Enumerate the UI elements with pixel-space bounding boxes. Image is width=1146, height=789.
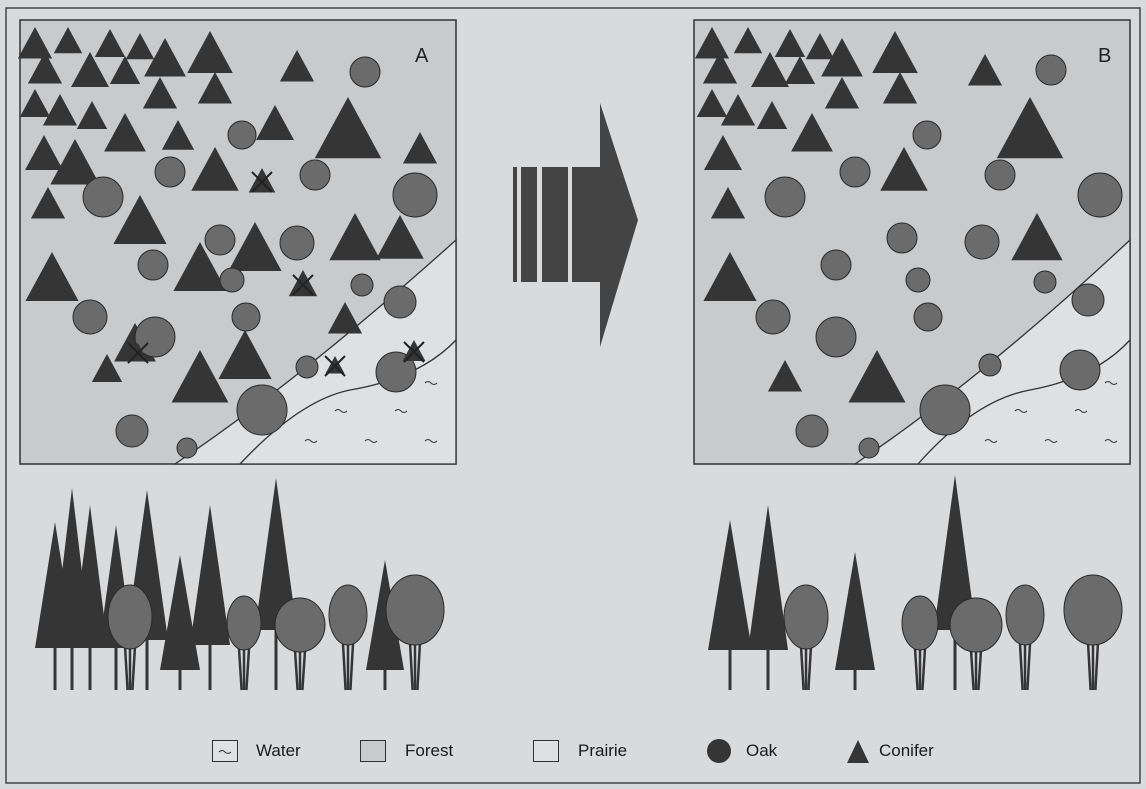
oak-symbol	[796, 415, 828, 447]
oak-symbol	[859, 438, 879, 458]
oak-symbol	[350, 57, 380, 87]
legend-label-prairie: Prairie	[578, 740, 627, 762]
oak-symbol	[228, 121, 256, 149]
oak-symbol	[83, 177, 123, 217]
oak-profile	[784, 585, 828, 649]
oak-symbol	[816, 317, 856, 357]
oak-symbol	[1072, 284, 1104, 316]
oak-symbol	[913, 121, 941, 149]
conifer-profile	[160, 555, 200, 670]
profile-a	[35, 478, 444, 690]
succession-arrow	[513, 103, 638, 347]
conifer-triangle-icon	[846, 738, 870, 764]
oak-symbol	[965, 225, 999, 259]
map-b-label: B	[1098, 45, 1111, 67]
legend-label-conifer: Conifer	[879, 740, 934, 762]
map-a-label: A	[415, 45, 429, 67]
oak-profile	[275, 598, 325, 652]
oak-circle-icon	[706, 738, 732, 764]
water-swatch-icon	[212, 740, 238, 762]
oak-profile	[902, 596, 938, 650]
oak-symbol	[177, 438, 197, 458]
oak-symbol	[351, 274, 373, 296]
oak-symbol	[1036, 55, 1066, 85]
profile-b	[708, 475, 1122, 690]
oak-symbol	[138, 250, 168, 280]
legend-label-forest: Forest	[405, 740, 453, 762]
oak-symbol	[756, 300, 790, 334]
oak-symbol	[821, 250, 851, 280]
oak-symbol	[765, 177, 805, 217]
conifer-profile	[835, 552, 875, 670]
oak-profile	[329, 585, 367, 645]
oak-symbol	[914, 303, 942, 331]
oak-profile	[1064, 575, 1122, 645]
oak-symbol	[393, 173, 437, 217]
oak-symbol	[920, 385, 970, 435]
oak-profile	[386, 575, 444, 645]
oak-symbol	[1034, 271, 1056, 293]
oak-profile	[108, 585, 152, 649]
legend-label-oak: Oak	[746, 740, 777, 762]
legend: Water Forest Prairie Oak Conifer	[0, 730, 1146, 770]
oak-symbol	[906, 268, 930, 292]
oak-symbol	[384, 286, 416, 318]
oak-symbol	[232, 303, 260, 331]
conifer-profile	[748, 505, 788, 650]
oak-symbol	[296, 356, 318, 378]
oak-symbol	[220, 268, 244, 292]
forest-swatch-icon	[360, 740, 386, 762]
oak-symbol	[116, 415, 148, 447]
oak-symbol	[985, 160, 1015, 190]
map-a: A	[18, 20, 456, 464]
oak-symbol	[280, 226, 314, 260]
oak-profile	[1006, 585, 1044, 645]
oak-symbol	[73, 300, 107, 334]
map-b: B	[694, 20, 1130, 464]
conifer-profile	[190, 505, 230, 645]
oak-symbol	[1060, 350, 1100, 390]
oak-symbol	[205, 225, 235, 255]
oak-symbol	[887, 223, 917, 253]
oak-symbol	[237, 385, 287, 435]
prairie-swatch-icon	[533, 740, 559, 762]
oak-symbol	[1078, 173, 1122, 217]
conifer-profile	[708, 520, 752, 650]
legend-label-water: Water	[256, 740, 301, 762]
oak-profile	[227, 596, 261, 650]
oak-symbol	[840, 157, 870, 187]
oak-profile	[950, 598, 1002, 652]
oak-symbol	[155, 157, 185, 187]
oak-symbol	[300, 160, 330, 190]
oak-symbol	[979, 354, 1001, 376]
